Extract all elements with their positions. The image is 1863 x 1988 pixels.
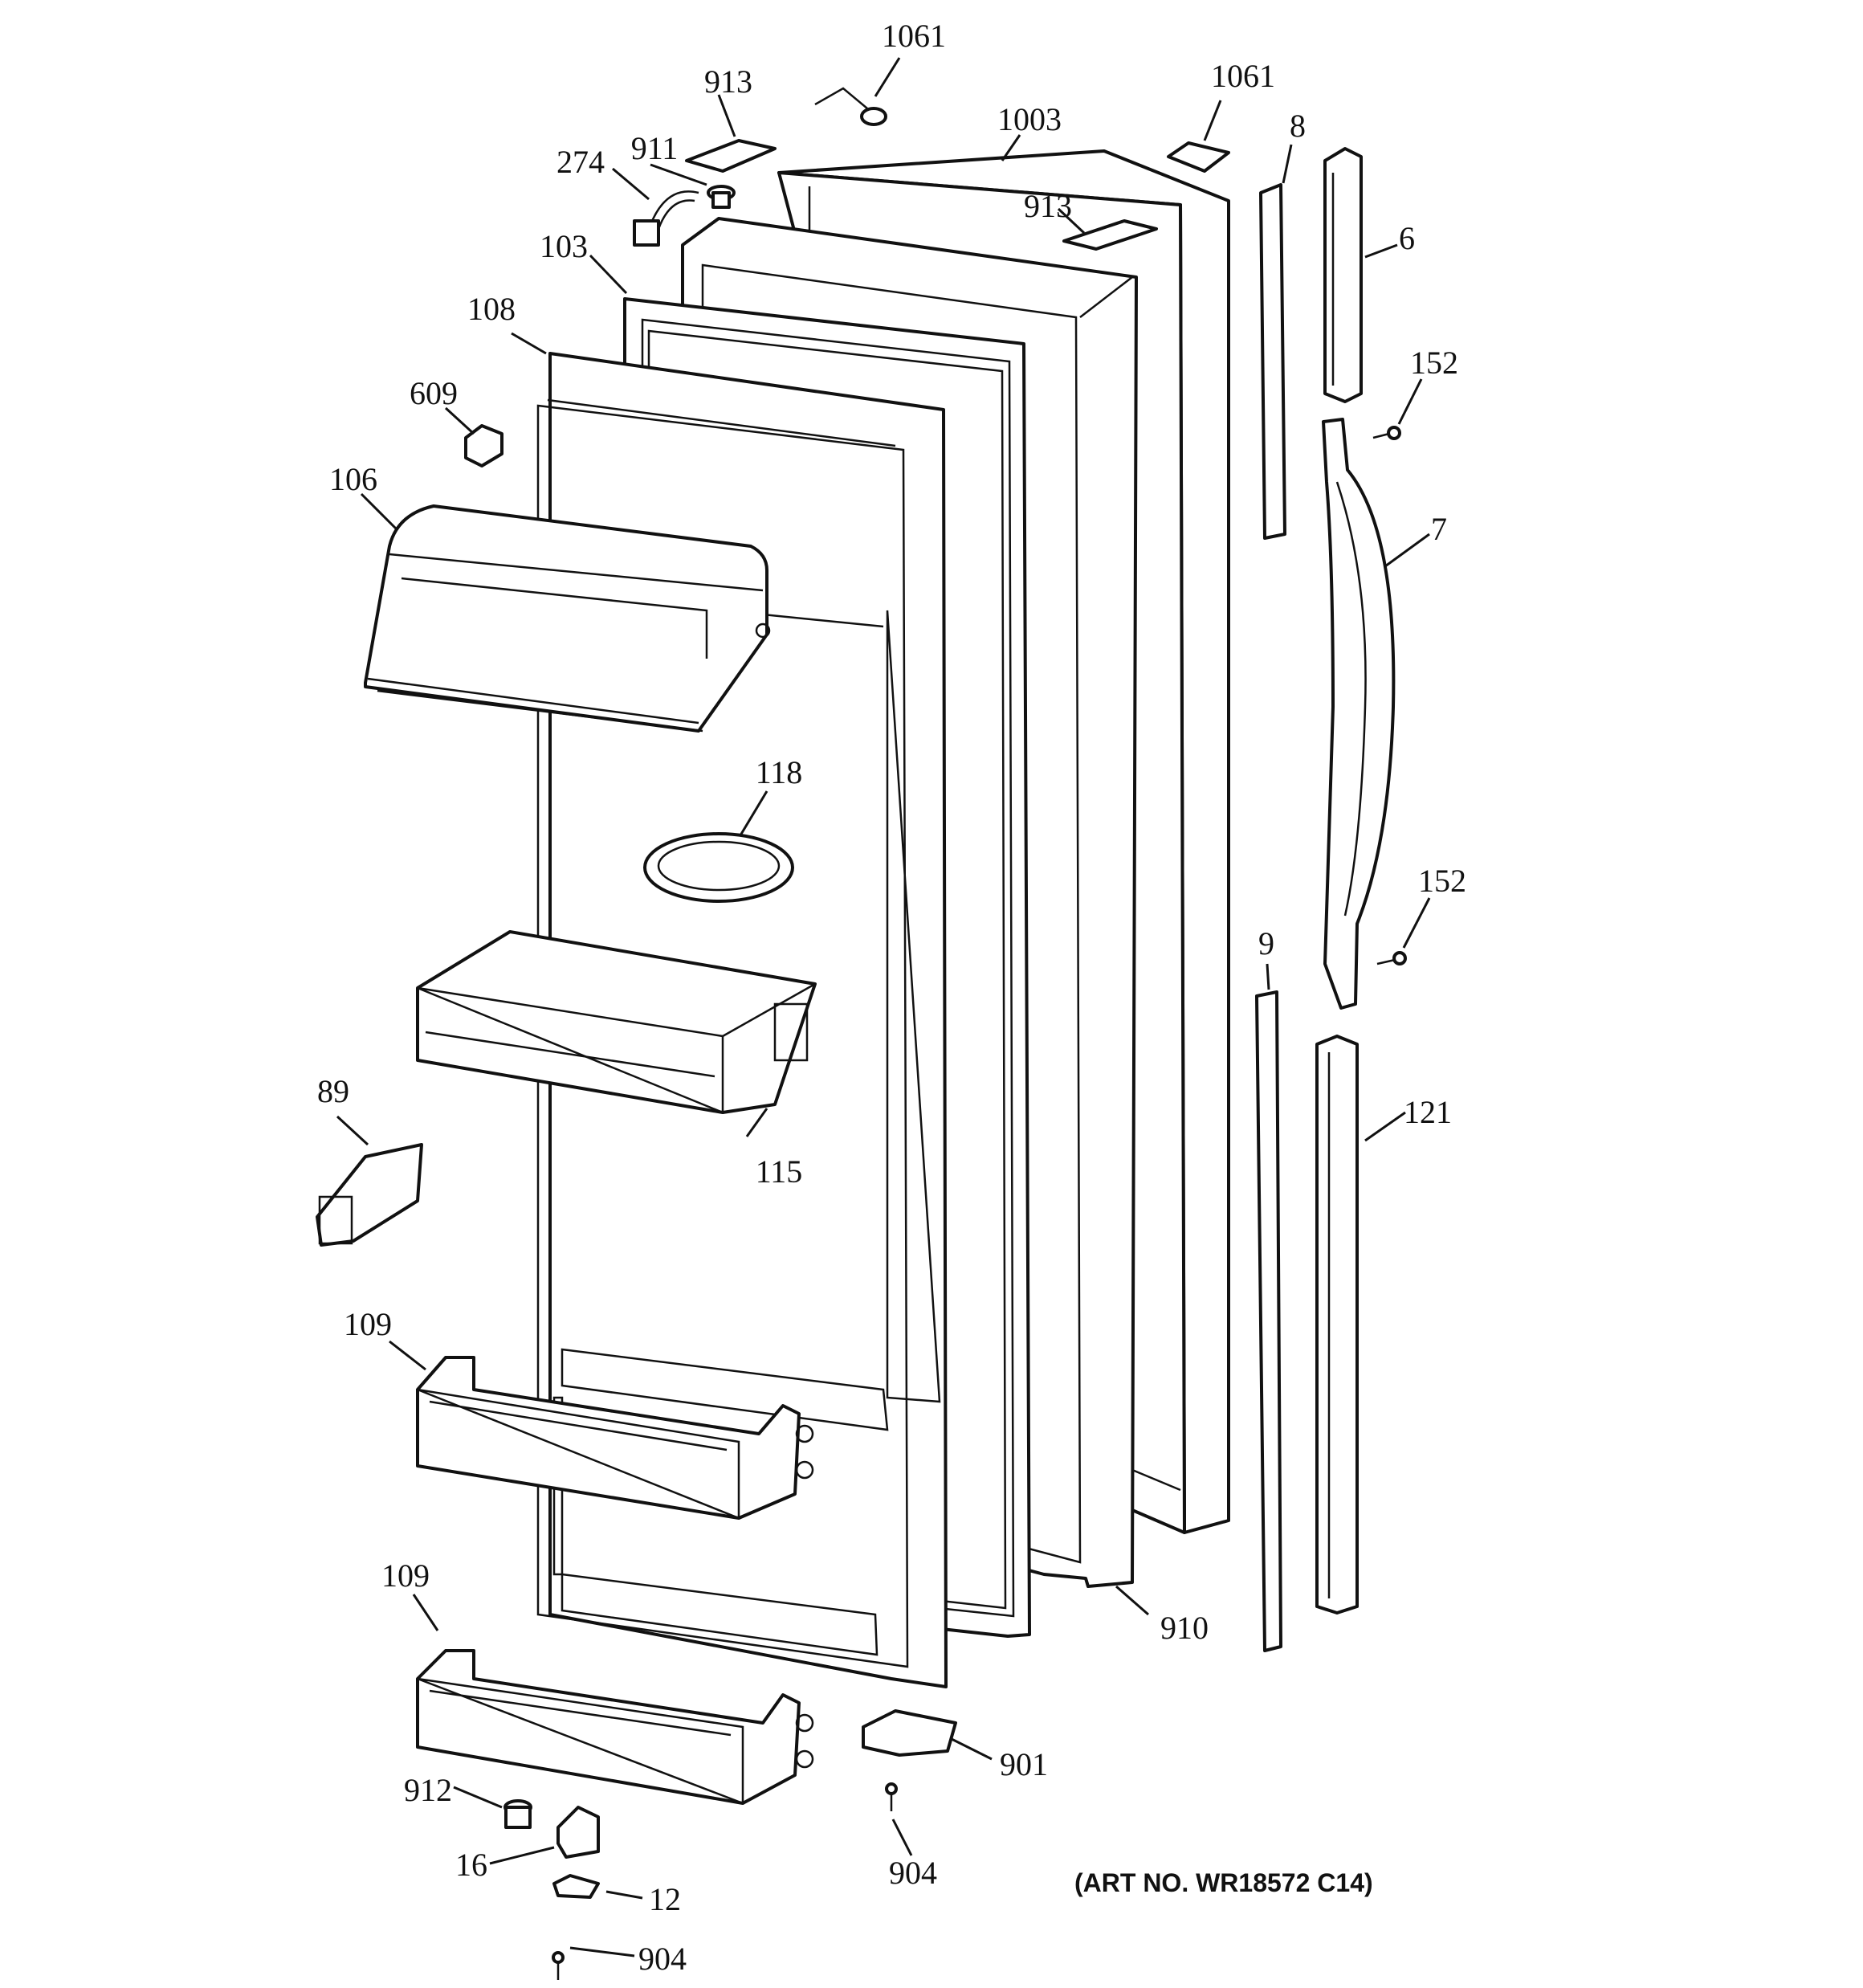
label-108: 108 [467,291,516,327]
label-109-upper: 109 [344,1306,392,1342]
dairy-door-cover [364,504,771,733]
label-152-top: 152 [1410,345,1458,381]
label-913-top: 913 [704,63,752,100]
screw-904b [552,1951,565,1980]
screw-152a [1372,426,1401,440]
screw-152b [1376,951,1407,965]
label-103: 103 [540,228,588,264]
leader-lines [336,57,1431,1957]
label-152-bottom: 152 [1418,863,1466,899]
hinge-cover-901 [862,1709,957,1757]
label-910: 910 [1160,1610,1209,1646]
handle-cap-6 [1323,147,1363,403]
label-901: 901 [1000,1746,1048,1782]
handle-trim-121 [1315,1035,1359,1614]
plug-911 [707,185,736,209]
part-labels: 1061 913 911 274 1003 1061 913 103 108 6… [317,18,1466,1977]
label-16: 16 [455,1847,487,1883]
label-7: 7 [1431,511,1447,547]
cap-912 [503,1799,532,1829]
door-bin-lower [416,1649,814,1805]
label-121: 121 [1404,1094,1452,1130]
door-bin-upper [416,1356,814,1520]
pad-913b [1062,219,1158,251]
part-89-cover [316,1143,423,1247]
label-274: 274 [556,144,605,180]
label-12: 12 [649,1881,681,1917]
wire-harness [633,190,699,247]
art-number: (ART NO. WR18572 C14) [1074,1868,1373,1897]
hinge-16 [556,1806,600,1859]
label-1061-right: 1061 [1211,58,1275,94]
screw-904a [885,1782,898,1811]
label-609: 609 [410,375,458,411]
door-handle-7 [1322,418,1396,1010]
label-911: 911 [631,130,679,166]
label-1003: 1003 [997,101,1062,137]
label-912: 912 [404,1772,452,1808]
label-115: 115 [756,1153,803,1190]
pad-913a [685,139,777,173]
label-106: 106 [329,461,377,497]
label-904-mid: 904 [889,1855,937,1891]
trim-strip-8 [1259,183,1286,540]
label-109-lower: 109 [381,1557,430,1594]
switch-part [464,424,503,467]
trim-strip-9 [1255,990,1282,1652]
oval-cover [643,832,794,903]
label-118: 118 [756,754,803,790]
hinge-1061b [1167,141,1230,173]
label-6: 6 [1399,220,1415,256]
label-89: 89 [317,1073,349,1109]
label-913-right: 913 [1024,188,1072,224]
label-9: 9 [1258,925,1274,961]
door-shelf-bin [416,930,817,1114]
bracket-12 [552,1874,600,1899]
label-904-bottom: 904 [638,1941,687,1977]
label-8: 8 [1290,108,1306,144]
label-1061-top: 1061 [882,18,946,54]
hinge-1061a [814,87,887,126]
